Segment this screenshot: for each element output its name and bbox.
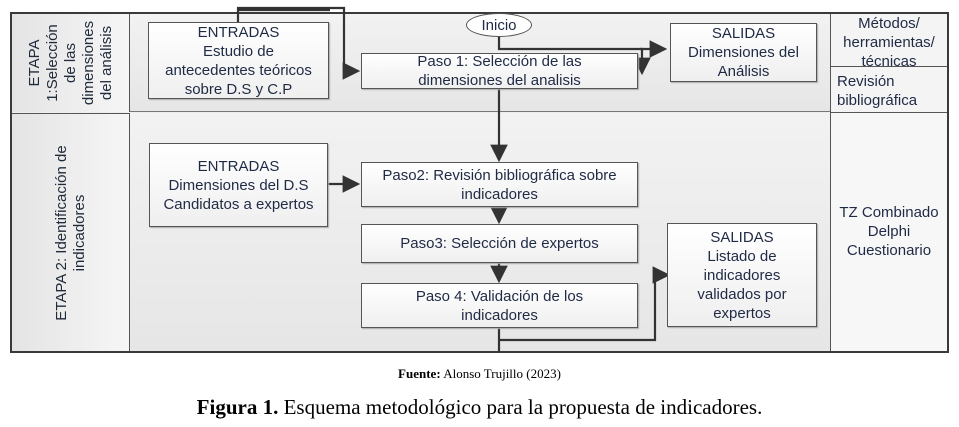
connector-start-to-step1 xyxy=(497,36,651,76)
stage-2-inputs-line: Dimensiones del D.S xyxy=(168,176,309,194)
stage-1-outputs-line: SALIDAS xyxy=(711,25,776,42)
stage-2-methods-line: Delphi xyxy=(867,223,911,240)
stage-1-methods-line: bibliográfica xyxy=(837,92,918,109)
figure-caption: Figura 1. Esquema metodológico para la p… xyxy=(0,395,959,420)
step-3-box: Paso3: Selección de expertos xyxy=(361,224,638,263)
source-text: Alonso Trujillo (2023) xyxy=(440,366,561,381)
step-2-line: indicadores xyxy=(461,185,538,203)
start-node: Inicio xyxy=(466,13,532,37)
stage-2-outputs-line: SALIDAS xyxy=(710,228,774,246)
stage-2-outputs-line: expertos xyxy=(713,304,771,322)
connector-inputs1-to-step1 xyxy=(236,6,361,80)
stage-1-methods: Revisión bibliográfica xyxy=(837,72,947,110)
step-1-line: dimensiones del analisis xyxy=(418,72,581,89)
stage-2-outputs-line: indicadores xyxy=(703,266,781,284)
source-caption: Fuente: Alonso Trujillo (2023) xyxy=(0,366,959,382)
stage-2-methods-line: TZ Combinado xyxy=(839,204,939,221)
stage-1-inputs-line: antecedentes teóricos xyxy=(165,61,312,79)
step-3-line: Paso3: Selección de expertos xyxy=(400,235,599,252)
stage-2-methods-line: Cuestionario xyxy=(846,242,932,259)
step-4-line: Paso 4: Validación de los xyxy=(415,287,584,305)
stage-1-outputs-line: Dimensiones del xyxy=(688,44,799,61)
stage-1-methods-cell: Revisión bibliográfica xyxy=(830,67,947,113)
stage-1-inputs-line: ENTRADAS xyxy=(197,23,280,41)
step-1-box: Paso 1: Selección de las dimensiones del … xyxy=(361,53,638,89)
step-4-line: indicadores xyxy=(461,306,538,324)
stage-2-inputs-line: ENTRADAS xyxy=(197,157,280,175)
step-1-line: Paso 1: Selección de las xyxy=(417,53,582,70)
methods-header-line: Métodos/ xyxy=(858,15,920,32)
stage-1-inputs-line: sobre D.S y C.P xyxy=(184,80,293,98)
start-label: Inicio xyxy=(481,16,517,34)
methods-header-line: técnicas xyxy=(861,53,917,70)
stage-1-inputs-line: Estudio de xyxy=(203,42,274,60)
source-label: Fuente: xyxy=(398,366,441,381)
stage-2-outputs-line: validados por xyxy=(697,285,787,303)
stage-2-inputs-line: Candidatos a expertos xyxy=(163,195,314,213)
stage-2-outputs-line: Listado de xyxy=(707,247,777,265)
methods-header-line: herramientas/ xyxy=(843,34,935,51)
stage-1-outputs-line: Análisis xyxy=(717,63,770,80)
figure-label: Figura 1. xyxy=(196,395,279,419)
step-2-line: Paso2: Revisión bibliográfica sobre xyxy=(382,166,617,184)
stage-1-methods-line: Revisión xyxy=(837,73,895,90)
methods-header-cell: Métodos/herramientas/técnicas xyxy=(830,14,947,70)
figure-text: Esquema metodológico para la propuesta d… xyxy=(278,395,763,419)
methods-header: Métodos/herramientas/técnicas xyxy=(831,14,947,71)
